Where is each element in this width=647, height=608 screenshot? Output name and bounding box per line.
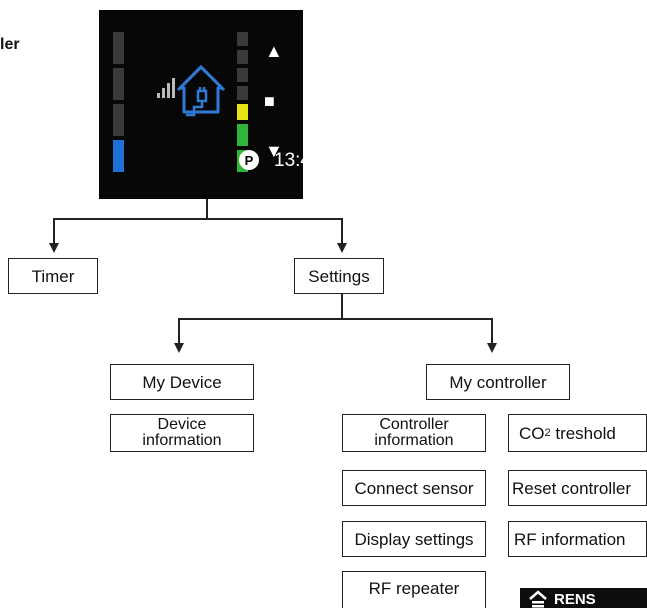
- plug-icon: [186, 87, 208, 117]
- node-label-line: Controller: [379, 416, 449, 433]
- p-badge: P: [239, 150, 259, 170]
- left-level-segment-2: [113, 104, 124, 136]
- left-level-segment-4: [113, 32, 124, 64]
- right-level-segment-4: [237, 86, 248, 100]
- arrow-head: [174, 343, 184, 353]
- node-label-line: information: [374, 432, 454, 449]
- node-connect-sensor: Connect sensor: [342, 470, 486, 506]
- node-timer: Timer: [8, 258, 98, 294]
- co2-label: CO: [519, 423, 545, 443]
- arrow-head: [337, 243, 347, 253]
- connector-line: [53, 218, 55, 245]
- node-reset-controller: Reset controller: [508, 470, 647, 506]
- threshold-label: treshold: [550, 423, 616, 443]
- right-level-segment-7: [237, 32, 248, 46]
- logo-text: RENS: [554, 591, 596, 608]
- connector-line: [341, 218, 343, 245]
- arrow-head: [49, 243, 59, 253]
- house-wifi-icon: [157, 64, 226, 117]
- connector-line: [178, 318, 180, 345]
- connector-line: [178, 318, 493, 320]
- controller-display: P 13:45 ▲ ■ ▼: [99, 10, 322, 199]
- node-device-information: Device information: [110, 414, 254, 452]
- node-label-line: Device: [157, 416, 207, 433]
- stop-button[interactable]: ■: [264, 91, 275, 111]
- node-my-device: My Device: [110, 364, 254, 400]
- right-level-segment-5: [237, 68, 248, 82]
- clock-time: 13:45: [274, 150, 322, 171]
- node-rf-information: RF information: [508, 521, 647, 557]
- arrow-head: [487, 343, 497, 353]
- down-button[interactable]: ▼: [265, 141, 283, 161]
- node-rf-repeater: RF repeater: [342, 571, 486, 608]
- connector-line: [341, 294, 343, 319]
- node-label-line: information: [142, 432, 222, 449]
- up-button[interactable]: ▲: [265, 41, 283, 61]
- left-level-segment-3: [113, 68, 124, 100]
- connector-line: [53, 218, 343, 220]
- page-heading: ler: [0, 36, 20, 53]
- co2-subscript: 2: [544, 426, 551, 439]
- node-controller-information: Controller information: [342, 414, 486, 452]
- brand-logo: RENS: [520, 588, 647, 608]
- logo-mark-icon: [529, 590, 547, 608]
- node-display-settings: Display settings: [342, 521, 486, 557]
- node-my-controller: My controller: [426, 364, 570, 400]
- left-level-segment-1: [113, 140, 124, 172]
- connector-line: [206, 199, 208, 219]
- connector-line: [491, 318, 493, 345]
- node-settings: Settings: [294, 258, 384, 294]
- right-level-segment-6: [237, 50, 248, 64]
- right-level-segment-2: [237, 124, 248, 146]
- right-level-segment-3: [237, 104, 248, 120]
